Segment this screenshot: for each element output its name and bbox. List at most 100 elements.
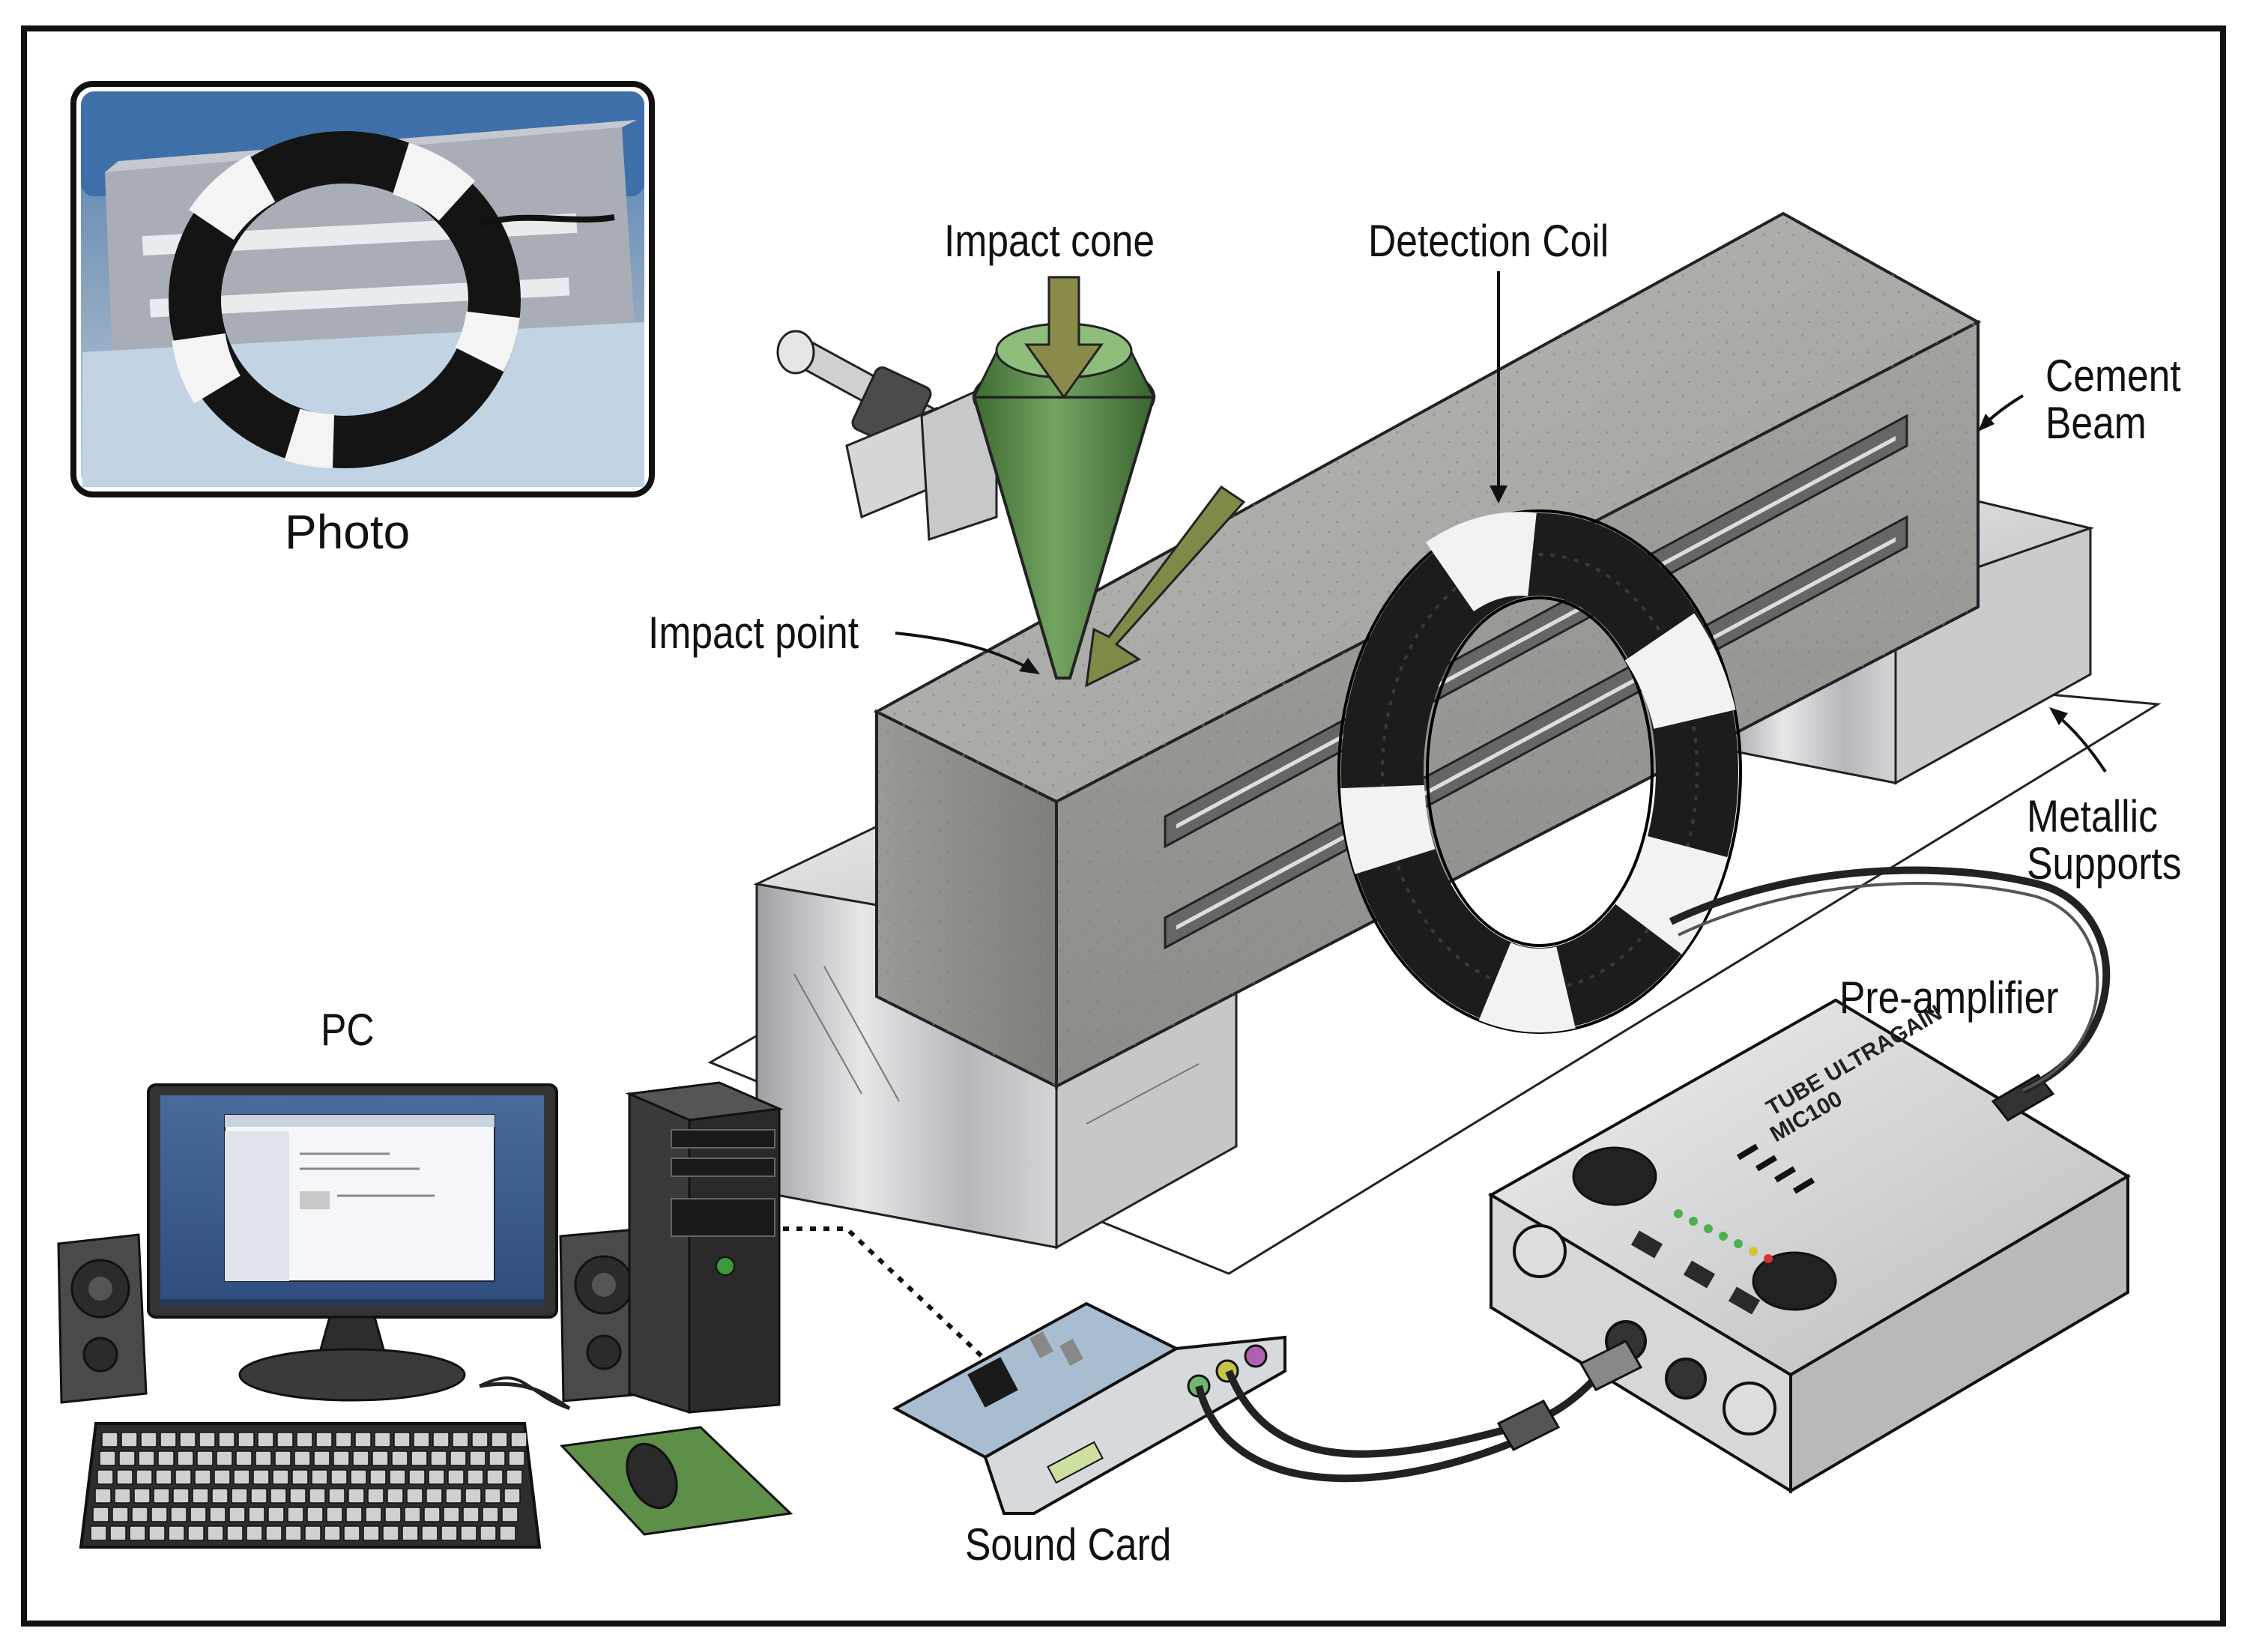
keyboard-key — [276, 1432, 294, 1447]
keyboard-key — [462, 1507, 480, 1522]
keyboard-key — [471, 1432, 489, 1447]
keyboard-key — [352, 1450, 369, 1466]
keyboard-key — [484, 1488, 501, 1504]
keyboard-key — [348, 1488, 365, 1504]
keyboard-key — [109, 1525, 127, 1541]
keyboard-key — [248, 1507, 265, 1522]
keyboard-key — [367, 1488, 384, 1504]
keyboard-key — [306, 1507, 324, 1522]
keyboard-key — [226, 1525, 244, 1541]
keyboard-key — [148, 1525, 166, 1541]
preamp-xlr-output — [1723, 1382, 1776, 1435]
preamp-led-row — [1674, 1209, 1773, 1263]
keyboard-key — [328, 1488, 345, 1504]
keyboard-key — [231, 1488, 248, 1504]
keyboard-key — [199, 1432, 216, 1447]
keyboard-key — [209, 1507, 226, 1522]
keyboard-key — [326, 1507, 343, 1522]
preamp-to-soundcard-cable — [1225, 1338, 1629, 1458]
keyboard-key — [335, 1432, 352, 1447]
keyboard-key — [499, 1525, 516, 1541]
keyboard-key — [489, 1450, 506, 1466]
keyboard-key — [97, 1469, 114, 1485]
keyboard-key — [116, 1469, 133, 1485]
keyboard-key — [365, 1507, 382, 1522]
keyboard-key — [393, 1432, 411, 1447]
keyboard-key — [187, 1525, 205, 1541]
keyboard-key — [131, 1507, 148, 1522]
keyboard-key — [296, 1432, 313, 1447]
photo-inset — [70, 81, 655, 497]
keyboard-key — [265, 1525, 282, 1541]
keyboard-key — [372, 1450, 389, 1466]
keyboard-key — [229, 1507, 246, 1522]
keyboard-key — [363, 1525, 380, 1541]
keyboard-key — [274, 1450, 291, 1466]
keyboard-key — [92, 1507, 109, 1522]
keyboard-key — [157, 1450, 175, 1466]
coil-to-preamp-cable — [1669, 866, 2111, 1094]
keyboard-key — [406, 1488, 423, 1504]
keyboard-key — [133, 1488, 151, 1504]
outer-frame — [21, 25, 2226, 1627]
keyboard-key — [315, 1432, 333, 1447]
keyboard-key — [168, 1525, 185, 1541]
keyboard-key — [354, 1432, 372, 1447]
keyboard — [79, 1422, 542, 1549]
keyboard-key — [304, 1525, 321, 1541]
keyboard-key — [114, 1488, 131, 1504]
keyboard-key — [426, 1488, 443, 1504]
metallic-supports-label-line1: Metallic — [2027, 791, 2158, 841]
keyboard-key — [389, 1469, 406, 1485]
keyboard-key — [311, 1469, 328, 1485]
keyboard-key — [192, 1488, 209, 1504]
keyboard-key — [112, 1507, 129, 1522]
keyboard-key — [421, 1525, 438, 1541]
keyboard-key — [194, 1469, 211, 1485]
keyboard-key — [309, 1488, 326, 1504]
keyboard-key — [510, 1432, 527, 1447]
keyboard-key — [486, 1469, 503, 1485]
keyboard-key — [252, 1469, 270, 1485]
keyboard-key — [172, 1488, 190, 1504]
keyboard-key — [285, 1525, 302, 1541]
keyboard-key — [467, 1469, 484, 1485]
pc-label: PC — [321, 1005, 375, 1055]
keyboard-key — [138, 1450, 155, 1466]
keyboard-key — [508, 1450, 525, 1466]
left-speaker — [57, 1233, 148, 1404]
keyboard-key — [465, 1488, 482, 1504]
keyboard-key — [294, 1450, 311, 1466]
keyboard-key — [101, 1432, 118, 1447]
keyboard-key — [153, 1488, 170, 1504]
keyboard-key — [190, 1507, 207, 1522]
keyboard-key — [267, 1507, 285, 1522]
keyboard-key — [469, 1450, 486, 1466]
keyboard-key — [118, 1450, 136, 1466]
keyboard-key — [441, 1525, 458, 1541]
keyboard-key — [443, 1507, 460, 1522]
keyboard-key — [387, 1488, 404, 1504]
pc — [57, 1081, 793, 1549]
pre-amplifier-label: Pre-amplifier — [1839, 972, 2059, 1023]
keyboard-key — [257, 1432, 274, 1447]
sound-card — [892, 1301, 1286, 1515]
keyboard-key — [374, 1432, 391, 1447]
keyboard-key — [250, 1488, 267, 1504]
impact-mechanism — [776, 276, 1246, 688]
keyboard-key — [345, 1507, 363, 1522]
keyboard-key — [90, 1525, 107, 1541]
keyboard-key — [413, 1432, 430, 1447]
keyboard-key — [460, 1525, 477, 1541]
keyboard-key — [391, 1450, 408, 1466]
keyboard-key — [506, 1469, 523, 1485]
impact-cone-label: Impact cone — [944, 216, 1155, 266]
pre-amplifier: TUBE ULTRAGAIN MIC100 — [1488, 998, 2131, 1494]
keyboard-key — [255, 1450, 272, 1466]
keyboard-key — [216, 1450, 233, 1466]
impact-point-label: Impact point — [648, 608, 859, 658]
keyboard-key — [313, 1450, 330, 1466]
keyboard-key — [214, 1469, 231, 1485]
